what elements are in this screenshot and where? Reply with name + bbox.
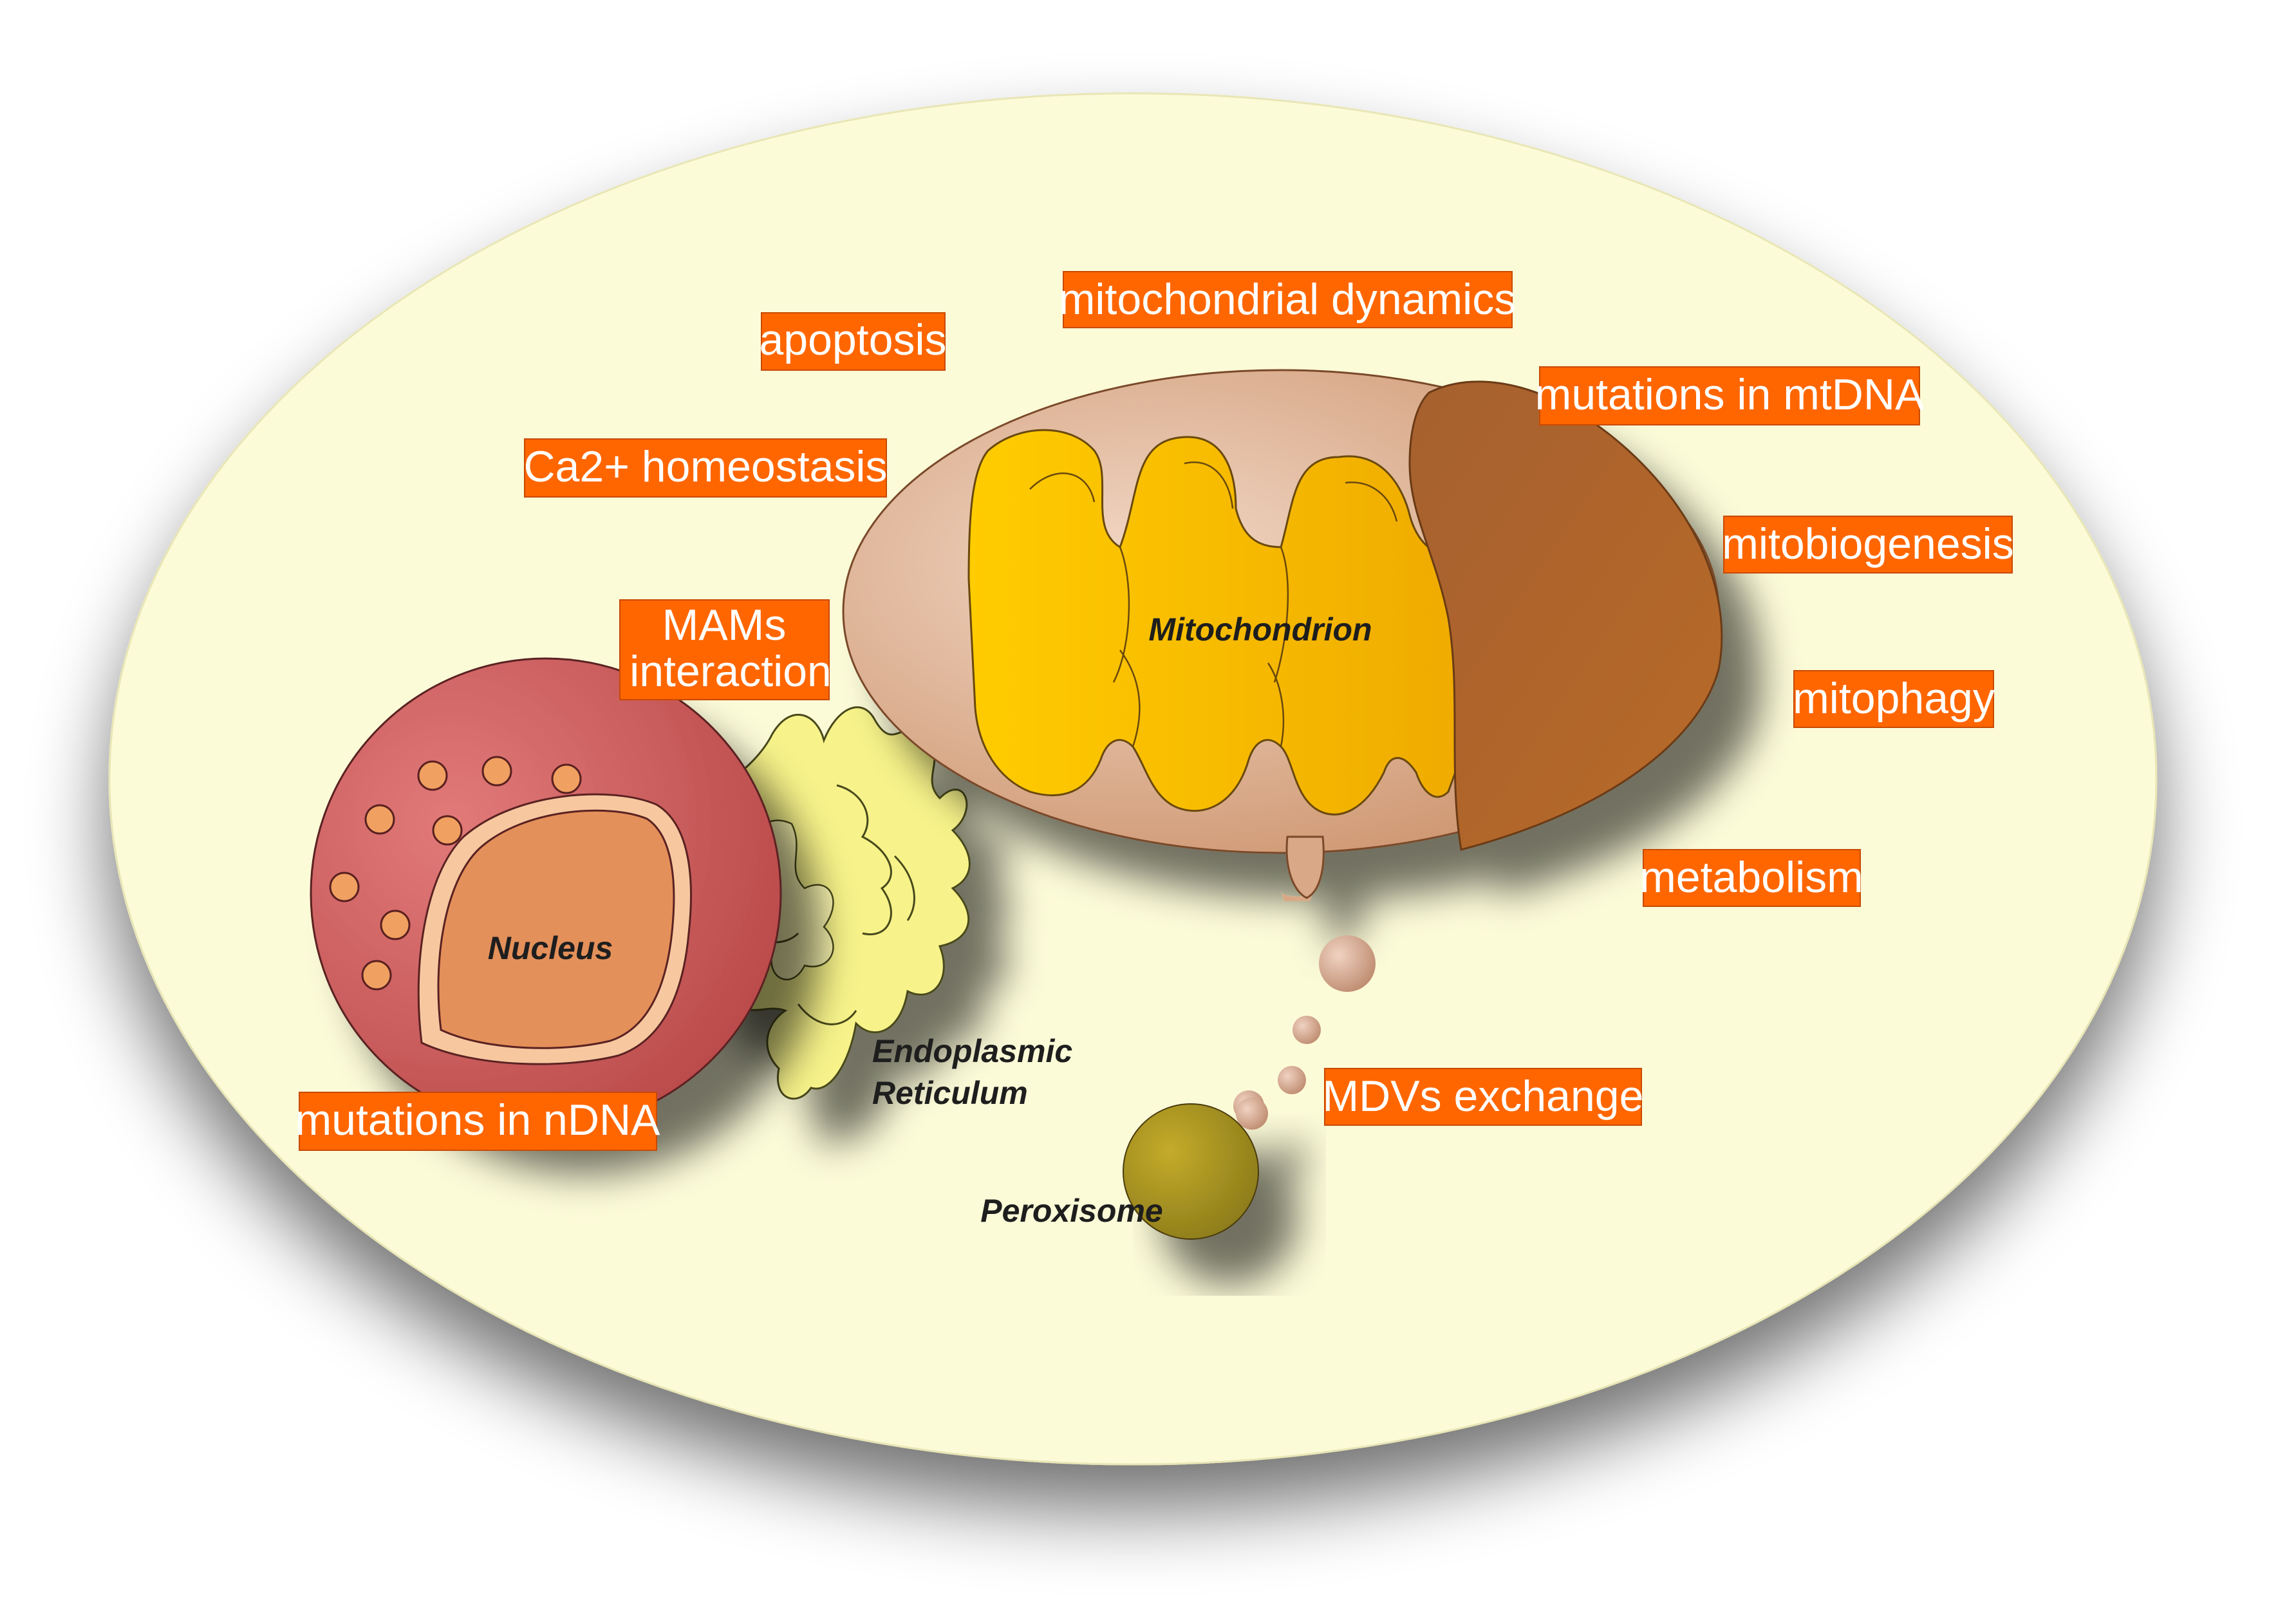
tag-mams-interaction: MAMs interaction	[619, 599, 832, 700]
tag-mdvs-exchange-text: MDVs exchange	[1323, 1072, 1644, 1121]
tag-metabolism: metabolism	[1639, 849, 1863, 907]
tag-mutations-mtdna-text: mutations in mtDNA	[1535, 370, 1925, 419]
tag-mams-interaction-line1: MAMs	[662, 601, 787, 649]
mitochondrion-label: Mitochondrion	[1148, 611, 1372, 648]
tag-mdvs-exchange: MDVs exchange	[1323, 1068, 1644, 1126]
er-label-line2: Reticulum	[872, 1075, 1028, 1111]
tag-mams-interaction-line2: interaction	[630, 647, 832, 696]
peroxisome-label: Peroxisome	[980, 1193, 1162, 1229]
nucleus-label: Nucleus	[488, 930, 613, 966]
tag-metabolism-text: metabolism	[1639, 853, 1863, 902]
tag-mitophagy-text: mitophagy	[1793, 674, 1995, 723]
tag-mitobiogenesis: mitobiogenesis	[1722, 516, 2014, 574]
mitochondrion	[842, 369, 1723, 901]
tag-mitophagy: mitophagy	[1793, 670, 1995, 728]
tag-ca2-homeostasis: Ca2+ homeostasis	[523, 438, 888, 498]
tag-apoptosis: apoptosis	[759, 312, 947, 371]
peroxisome	[1123, 1097, 1268, 1240]
tag-mutations-ndna-text: mutations in nDNA	[295, 1096, 661, 1144]
tag-mitobiogenesis-text: mitobiogenesis	[1722, 519, 2014, 568]
nuclear-pores	[329, 756, 582, 991]
er-label-line1: Endoplasmic	[872, 1033, 1072, 1069]
tag-mitochondrial-dynamics-text: mitochondrial dynamics	[1059, 275, 1517, 324]
tag-apoptosis-text: apoptosis	[759, 315, 946, 364]
tag-mutations-ndna: mutations in nDNA	[295, 1092, 661, 1151]
tag-mitochondrial-dynamics: mitochondrial dynamics	[1059, 271, 1517, 328]
tag-mutations-mtdna: mutations in mtDNA	[1535, 366, 1925, 425]
nucleus	[310, 657, 782, 1130]
tag-ca2-homeostasis-text: Ca2+ homeostasis	[523, 442, 887, 491]
